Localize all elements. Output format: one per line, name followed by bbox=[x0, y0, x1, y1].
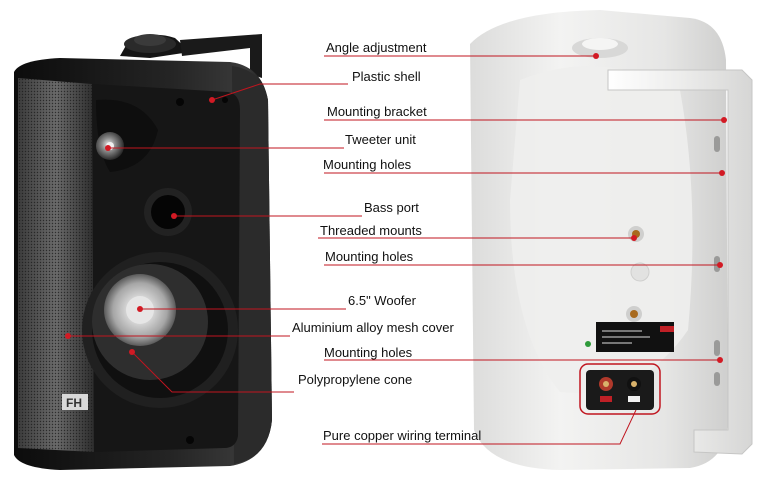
leader-wiring-terminal bbox=[322, 409, 637, 445]
label-angle-adjustment: Angle adjustment bbox=[326, 40, 427, 55]
label-woofer: 6.5" Woofer bbox=[348, 293, 416, 308]
black-speaker-image: FH bbox=[14, 34, 272, 470]
svg-text:FH: FH bbox=[66, 396, 82, 410]
label-threaded-mounts: Threaded mounts bbox=[320, 223, 422, 238]
label-bass-port: Bass port bbox=[364, 200, 419, 215]
leader-threaded-mounts-dot bbox=[631, 235, 637, 241]
leader-woofer-dot bbox=[137, 306, 143, 312]
fh-logo-icon bbox=[62, 394, 88, 410]
label-plastic-shell: Plastic shell bbox=[352, 69, 421, 84]
leader-mounting-bracket-dot bbox=[721, 117, 727, 123]
label-mounting-holes-top: Mounting holes bbox=[323, 157, 412, 172]
leader-cone-dot bbox=[129, 349, 135, 355]
leader-angle-adjustment-dot bbox=[593, 53, 599, 59]
leader-mounting-holes-3-dot bbox=[717, 357, 723, 363]
wiring-terminal-highlight bbox=[579, 363, 661, 415]
leader-tweeter-unit-dot bbox=[105, 145, 111, 151]
leader-lines bbox=[65, 53, 727, 445]
leader-plastic-shell bbox=[211, 83, 348, 101]
label-mounting-bracket: Mounting bracket bbox=[327, 104, 427, 119]
label-polypropylene-cone: Polypropylene cone bbox=[296, 371, 444, 388]
label-mounting-holes-mid: Mounting holes bbox=[325, 249, 414, 264]
label-wiring-terminal: Pure copper wiring terminal bbox=[323, 428, 482, 443]
leader-bass-port-dot bbox=[171, 213, 177, 219]
leader-mounting-holes-2-dot bbox=[717, 262, 723, 268]
leader-plastic-shell-dot bbox=[209, 97, 215, 103]
leader-mesh-cover-dot bbox=[65, 333, 71, 339]
label-tweeter-unit: Tweeter unit bbox=[345, 132, 416, 147]
label-mesh-cover: Aluminium alloy mesh cover bbox=[292, 320, 454, 335]
leader-mounting-holes-1-dot bbox=[719, 170, 725, 176]
leader-cone bbox=[131, 351, 294, 393]
white-speaker-image bbox=[470, 10, 753, 470]
label-mounting-holes-low: Mounting holes bbox=[324, 345, 413, 360]
wiring-terminal bbox=[586, 370, 654, 410]
